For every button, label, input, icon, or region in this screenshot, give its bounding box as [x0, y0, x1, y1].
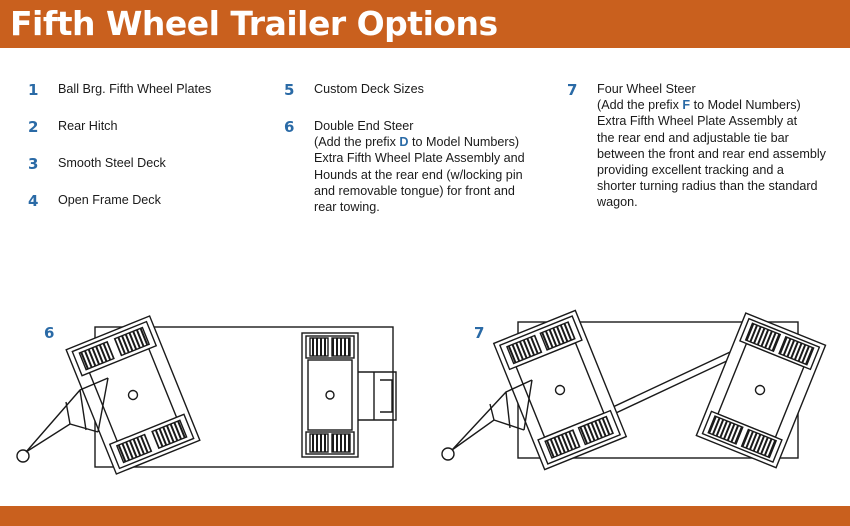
option-desc-line: Extra Fifth Wheel Plate Assembly and: [314, 151, 525, 166]
option-desc-line: providing excellent tracking and a: [597, 163, 784, 178]
option-label: Four Wheel Steer: [597, 82, 696, 96]
tow-ring: [441, 447, 455, 461]
option-label: Custom Deck Sizes: [314, 82, 424, 96]
wheel: [78, 340, 115, 371]
wheel: [113, 326, 151, 357]
option-number: 3: [28, 155, 39, 173]
wheel: [544, 429, 581, 459]
option-number: 1: [28, 81, 39, 99]
option-desc-line: Hounds at the rear end (w/locking pin: [314, 167, 523, 182]
option-desc-line: between the front and rear end assembly: [597, 146, 826, 161]
option-number: 6: [284, 118, 295, 136]
option-label: Open Frame Deck: [58, 193, 161, 207]
tow-ring: [16, 449, 30, 463]
model-prefix: F: [682, 98, 691, 113]
option-label: Double End Steer: [314, 119, 414, 133]
option-text: Double End Steer (Add the prefix D to Mo…: [314, 118, 525, 215]
wheel: [707, 415, 744, 445]
wheel: [331, 337, 351, 357]
king-pin: [127, 389, 139, 401]
rear-hounds: [358, 371, 397, 421]
option-desc-line: Extra Fifth Wheel Plate Assembly at: [597, 114, 798, 129]
king-pin: [554, 384, 566, 396]
wheel: [539, 321, 576, 351]
wheel: [778, 335, 815, 366]
wheel: [309, 337, 329, 357]
option-number: 5: [284, 81, 295, 99]
option-text: Four Wheel Steer (Add the prefix F to Mo…: [597, 81, 826, 211]
wheel: [115, 433, 153, 464]
option-number: 2: [28, 118, 39, 136]
footer-band: [0, 506, 850, 526]
wheel: [331, 433, 351, 453]
tongue-braces: [489, 379, 533, 431]
king-pin: [754, 384, 766, 396]
option-prefix-note: (Add the prefix F to Model Numbers): [597, 98, 801, 113]
header-band: [0, 0, 850, 48]
option-prefix-note: (Add the prefix D to Model Numbers): [314, 135, 520, 150]
wheel: [577, 415, 614, 446]
option-label: Smooth Steel Deck: [58, 156, 166, 170]
option-number: 4: [28, 192, 39, 210]
option-desc-line: wagon.: [597, 195, 638, 210]
figure-number: 6: [44, 324, 55, 342]
wheel: [740, 428, 778, 459]
page-title: Fifth Wheel Trailer Options: [10, 4, 498, 43]
option-number: 7: [567, 81, 578, 99]
wheel: [309, 433, 329, 453]
wheel: [151, 419, 188, 450]
option-desc-line: the rear end and adjustable tie bar: [597, 130, 789, 145]
fifth-wheel-plate: [307, 359, 353, 431]
tongue-braces: [65, 377, 109, 433]
option-desc-line: and removable tongue) for front and: [314, 183, 515, 198]
figure-number: 7: [474, 324, 485, 342]
wheel: [506, 334, 543, 365]
model-prefix: D: [399, 135, 409, 150]
option-label: Ball Brg. Fifth Wheel Plates: [58, 82, 212, 96]
wheel: [744, 322, 782, 353]
option-desc-line: rear towing.: [314, 200, 380, 215]
option-desc-line: shorter turning radius than the standard: [597, 179, 818, 194]
option-label: Rear Hitch: [58, 119, 118, 133]
king-pin: [325, 390, 335, 400]
